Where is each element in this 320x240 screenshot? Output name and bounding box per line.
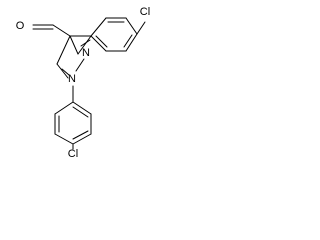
bond [56, 35, 71, 65]
chlorine-top-label: Cl [140, 6, 150, 18]
aldehyde-group [32, 24, 71, 37]
molecule-drawing: O N N Cl Cl [16, 6, 150, 160]
bond [69, 35, 79, 55]
bottom-chlorophenyl-ring [54, 85, 92, 150]
bond [72, 101, 92, 115]
bond [136, 21, 146, 35]
pyrazole-nitrogen-label-lower: N [68, 73, 76, 85]
molecule-structure: O N N Cl Cl [0, 0, 152, 160]
bond [90, 17, 107, 37]
bond [95, 35, 108, 48]
bond [56, 63, 69, 79]
bond [125, 33, 138, 52]
pyrazole-nitrogen-label-upper: N [82, 47, 90, 59]
bond [61, 68, 70, 76]
chlorine-bottom-label: Cl [68, 148, 78, 160]
bond [90, 35, 107, 52]
bond [125, 17, 138, 35]
bond [77, 35, 92, 55]
bond [54, 133, 74, 145]
bond [54, 101, 74, 115]
bond [72, 130, 89, 140]
bond [123, 34, 133, 48]
top-chlorophenyl-ring [90, 17, 146, 52]
bond [72, 133, 92, 145]
pyrazole-ring [56, 35, 92, 79]
bond [75, 58, 85, 72]
bond [52, 24, 71, 37]
bond [80, 39, 91, 47]
aldehyde-oxygen-label: O [16, 20, 25, 32]
bond [72, 106, 89, 118]
